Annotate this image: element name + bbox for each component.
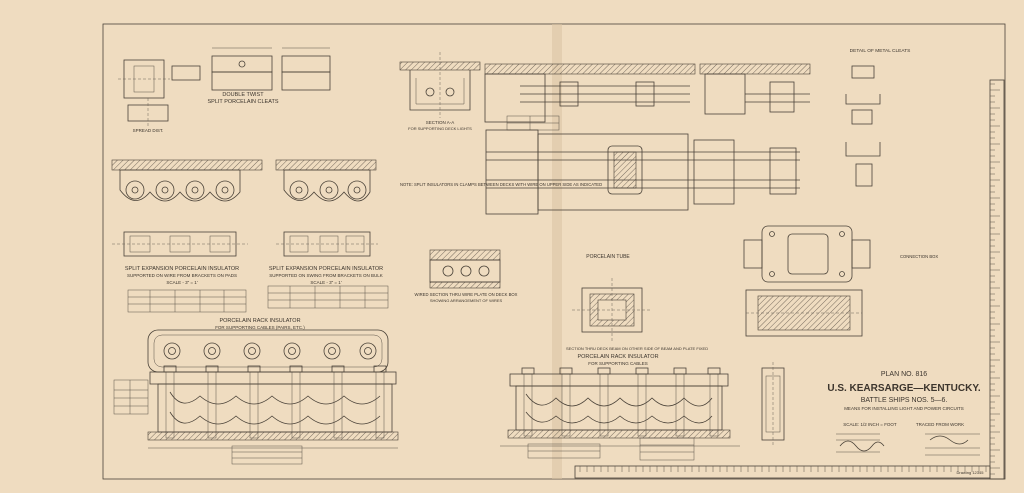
rack-bolt bbox=[323, 342, 341, 360]
subject-line: MEANS FOR INSTALLING LIGHT AND POWER CIR… bbox=[844, 406, 964, 411]
rack-nut bbox=[289, 365, 303, 373]
beam-detail bbox=[484, 63, 811, 123]
dimension-table-center bbox=[267, 285, 389, 309]
cleat-caption: SPREAD DIST. bbox=[133, 128, 164, 133]
rack-stud bbox=[249, 371, 259, 439]
rack-stud bbox=[523, 373, 533, 437]
edge-ruler bbox=[989, 79, 1005, 480]
rack-nut bbox=[635, 367, 649, 375]
rack-nut bbox=[559, 367, 573, 375]
rack-nut bbox=[247, 365, 261, 373]
rack-lower-subtitle: FOR SUPPORTING CABLES bbox=[588, 361, 647, 366]
clamp-subcaption: FOR SUPPORTING DECK LIGHTS bbox=[408, 126, 472, 131]
rack-lower-table bbox=[527, 437, 695, 461]
rack-stud bbox=[709, 373, 719, 437]
center-insulator-title: SPLIT EXPANSION PORCELAIN INSULATOR bbox=[269, 266, 383, 272]
rack-insulator-elevation bbox=[147, 365, 399, 449]
side-stud bbox=[761, 362, 785, 446]
rack-stud bbox=[375, 371, 385, 439]
metal-cleats-heading: DETAIL OF METAL CLEATS bbox=[850, 48, 911, 54]
rack-stud bbox=[333, 371, 343, 439]
metal-cleat-details bbox=[845, 65, 881, 187]
rack-nut bbox=[163, 365, 177, 373]
rack-stud bbox=[675, 373, 685, 437]
rack-bolt bbox=[203, 342, 221, 360]
rack-insulator-lower bbox=[500, 367, 740, 447]
rack-nut bbox=[597, 367, 611, 375]
rack-stud bbox=[291, 371, 301, 439]
center-insulator-subtitle: SUPPORTED ON SWING FROM BRACKETS ON BULK bbox=[269, 273, 382, 278]
scale-note: SCALE: 1/2 INCH = FOOT bbox=[843, 422, 897, 427]
rack-stud bbox=[207, 371, 217, 439]
tube-note: SECTION THRU DECK BEAM ON OTHER SIDE OF … bbox=[566, 346, 708, 351]
rack-nut bbox=[707, 367, 721, 375]
rack-bolt-hole bbox=[288, 347, 296, 355]
rack-table bbox=[113, 379, 303, 465]
center-insulator-scale: SCALE - 3" = 1' bbox=[310, 280, 341, 285]
rack-upper-subtitle: FOR SUPPORTING CABLES (PAIRS, ETC.) bbox=[215, 325, 305, 330]
traced-note: TRACED FROM WORK bbox=[916, 422, 964, 427]
rack-bolt-hole bbox=[364, 347, 372, 355]
rack-nut bbox=[673, 367, 687, 375]
rack-bolt bbox=[359, 342, 377, 360]
porcelain-tube-detail bbox=[572, 278, 652, 342]
cleat-title: DOUBLE TWIST bbox=[222, 92, 264, 98]
rack-lower-title: PORCELAIN RACK INSULATOR bbox=[577, 354, 658, 360]
ship-name: U.S. KEARSARGE—KENTUCKY. bbox=[827, 383, 981, 394]
deck-section-box bbox=[429, 249, 501, 289]
expansion-insulator-center bbox=[275, 159, 378, 257]
title-block: PLAN NO. 816 U.S. KEARSARGE—KENTUCKY. BA… bbox=[827, 371, 981, 456]
deck-section-note: SHOWING ARRANGEMENT OF WIRES bbox=[430, 298, 503, 303]
connection-box-label: CONNECTION BOX bbox=[900, 254, 938, 259]
split-cleat-detail bbox=[118, 47, 331, 128]
deck-clamp-section bbox=[399, 52, 481, 118]
left-insulator-subtitle: SUPPORTED ON WIRE FROM BRACKETS ON PADS bbox=[127, 273, 237, 278]
rack-nut bbox=[331, 365, 345, 373]
hull-numbers: BATTLE SHIPS NOS. 5—6. bbox=[861, 397, 948, 404]
left-insulator-scale: SCALE - 3" = 1' bbox=[166, 280, 197, 285]
rack-bolt bbox=[163, 342, 181, 360]
rack-bolt-hole bbox=[328, 347, 336, 355]
rack-nut bbox=[373, 365, 387, 373]
cleat-subtitle: SPLIT PORCELAIN CLEATS bbox=[207, 99, 278, 105]
bottom-ruler bbox=[574, 465, 991, 479]
plan-number: PLAN NO. 816 bbox=[881, 371, 927, 378]
drawing-number: Drawing 12345 bbox=[957, 470, 985, 475]
beam-table bbox=[506, 115, 560, 131]
rack-bolt-hole bbox=[168, 347, 176, 355]
rack-insulator-plan bbox=[147, 329, 389, 373]
rack-bolt bbox=[283, 342, 301, 360]
deck-caption: WIRED SECTION THRU WIRE PLATE ON DECK BO… bbox=[415, 292, 518, 297]
expansion-insulator-left bbox=[111, 159, 263, 257]
wire-plan bbox=[485, 129, 800, 215]
connection-box-detail bbox=[743, 225, 871, 337]
tube-title: PORCELAIN TUBE bbox=[586, 254, 630, 260]
rack-stud bbox=[599, 373, 609, 437]
rack-nut bbox=[521, 367, 535, 375]
left-insulator-title: SPLIT EXPANSION PORCELAIN INSULATOR bbox=[125, 266, 239, 272]
dimension-table-left bbox=[127, 289, 247, 313]
rack-stud bbox=[165, 371, 175, 439]
rack-upper-title: PORCELAIN RACK INSULATOR bbox=[219, 318, 300, 324]
clamp-caption: SECTION A-A bbox=[426, 120, 455, 125]
center-fold bbox=[552, 24, 562, 479]
rack-bolt-hole bbox=[248, 347, 256, 355]
rack-nut bbox=[205, 365, 219, 373]
rack-bolt bbox=[243, 342, 261, 360]
rack-bolt-hole bbox=[208, 347, 216, 355]
deck-note: NOTE: SPLIT INSULATORS IN CLAMPS BETWEEN… bbox=[400, 182, 602, 187]
